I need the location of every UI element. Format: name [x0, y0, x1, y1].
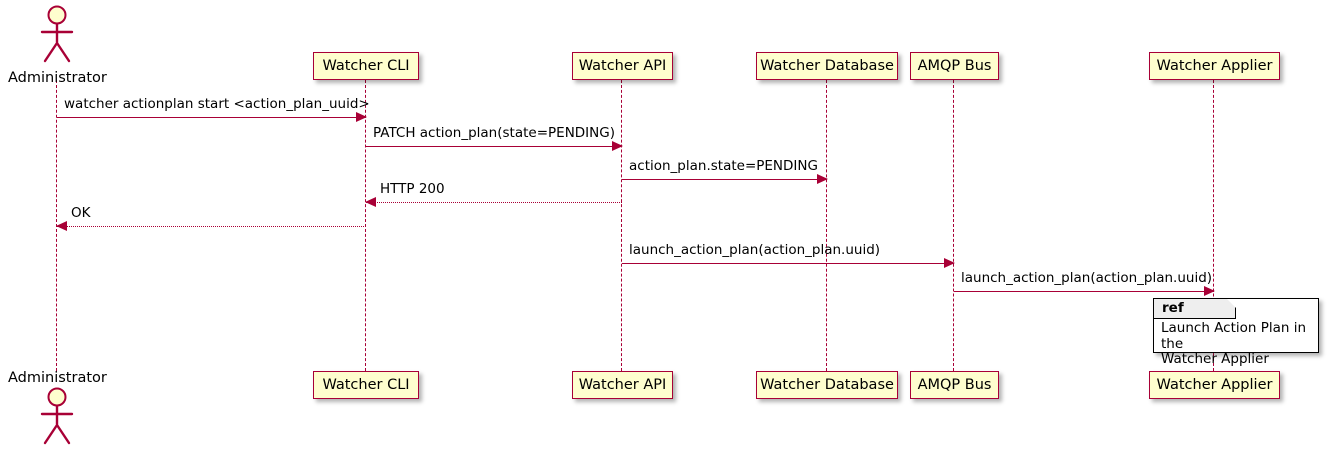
message-arrowhead-m3: [817, 174, 828, 184]
participant-watcher_applier-bottom[interactable]: Watcher Applier: [1149, 371, 1280, 399]
participant-watcher_database-bottom[interactable]: Watcher Database: [756, 371, 898, 399]
ref-fragment-text: Launch Action Plan in the Watcher Applie…: [1161, 320, 1307, 367]
message-line-m1: [57, 117, 366, 118]
participant-watcher_api-top[interactable]: Watcher API: [572, 52, 673, 80]
message-arrowhead-m5: [56, 221, 67, 231]
actor-label-administrator-top: Administrator: [8, 70, 107, 86]
participant-watcher_cli-top[interactable]: Watcher CLI: [313, 52, 419, 80]
message-label-m4: HTTP 200: [380, 181, 445, 197]
actor-administrator-top: [34, 5, 80, 63]
lifeline-watcher_applier: [1213, 80, 1215, 371]
ref-fragment-tab: ref: [1154, 299, 1236, 319]
participant-watcher_cli-bottom[interactable]: Watcher CLI: [313, 371, 419, 399]
message-line-m7: [954, 291, 1214, 292]
participant-watcher_api-bottom[interactable]: Watcher API: [572, 371, 673, 399]
message-line-m5: [57, 226, 366, 227]
lifeline-watcher_api: [621, 80, 623, 371]
lifeline-watcher_cli: [365, 80, 367, 371]
message-arrowhead-m6: [944, 258, 955, 268]
message-label-m3: action_plan.state=PENDING: [629, 158, 818, 174]
message-arrowhead-m1: [356, 112, 367, 122]
participant-watcher_database-top[interactable]: Watcher Database: [756, 52, 898, 80]
message-line-m2: [366, 146, 622, 147]
actor-label-administrator-bottom: Administrator: [8, 370, 107, 386]
participant-watcher_applier-top[interactable]: Watcher Applier: [1149, 52, 1280, 80]
lifeline-amqp_bus: [953, 80, 955, 371]
message-line-m6: [622, 263, 954, 264]
message-line-m4: [366, 202, 622, 203]
participant-amqp_bus-top[interactable]: AMQP Bus: [910, 52, 999, 80]
lifeline-watcher_database: [826, 80, 828, 371]
message-label-m2: PATCH action_plan(state=PENDING): [373, 125, 615, 141]
message-label-m1: watcher actionplan start <action_plan_uu…: [64, 96, 370, 112]
message-label-m5: OK: [71, 205, 91, 221]
actor-administrator-bottom: [34, 387, 80, 445]
message-arrowhead-m4: [365, 197, 376, 207]
message-arrowhead-m2: [612, 141, 623, 151]
participant-amqp_bus-bottom[interactable]: AMQP Bus: [910, 371, 999, 399]
message-label-m7: launch_action_plan(action_plan.uuid): [961, 270, 1213, 286]
message-arrowhead-m7: [1204, 286, 1215, 296]
message-line-m3: [622, 179, 827, 180]
message-label-m6: launch_action_plan(action_plan.uuid): [629, 242, 881, 258]
